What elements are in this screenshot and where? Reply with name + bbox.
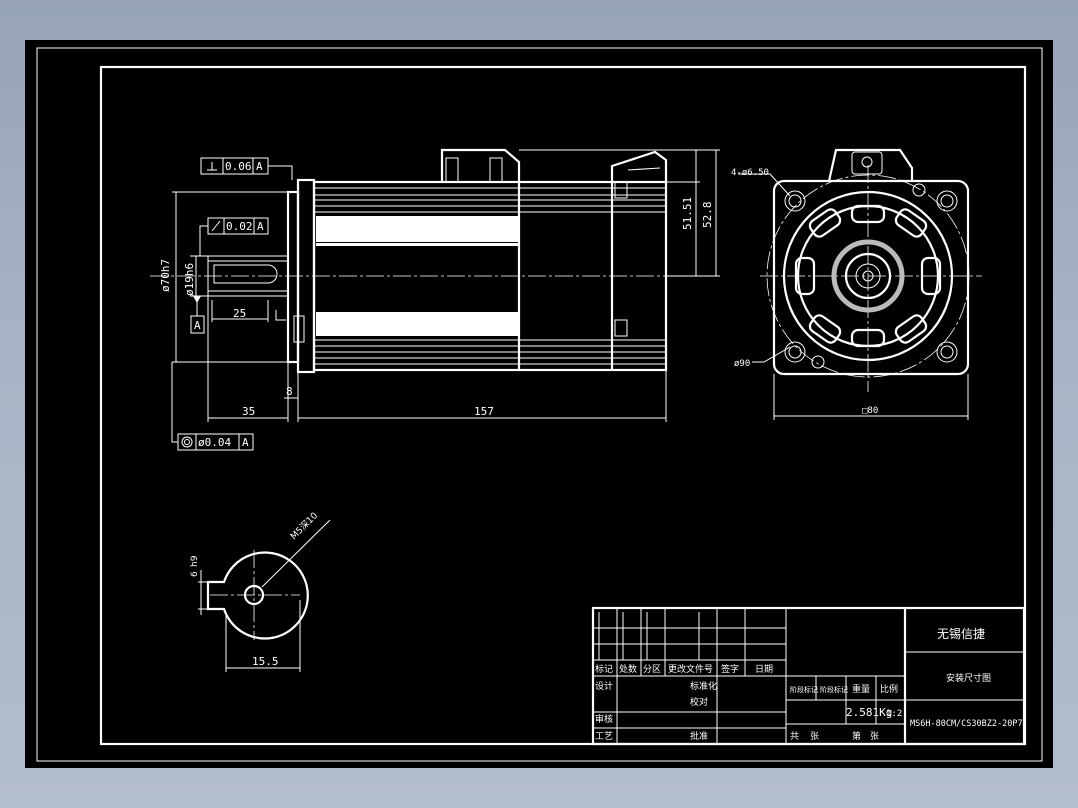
row-process: 工艺	[595, 731, 613, 742]
motor-side-view	[150, 148, 700, 374]
section-thread-label: M5深10	[288, 510, 320, 542]
perpendicularity-datum: A	[256, 160, 263, 173]
header-count: 处数	[619, 663, 637, 675]
drawing-name: 安装尺寸图	[946, 672, 991, 684]
stage-label-2: 阶段标记	[820, 685, 848, 694]
concentricity-datum: A	[242, 436, 249, 449]
shaft-dia-label: ø19h6	[183, 263, 196, 296]
flange-thickness-label: 8	[286, 385, 293, 398]
header-zone: 分区	[643, 664, 661, 675]
key-length-label: 25	[233, 307, 246, 320]
height-outer-label: 52.8	[701, 202, 714, 229]
mid-approve: 批准	[690, 730, 708, 742]
pcd-label: ø90	[734, 359, 750, 369]
header-mark: 标记	[595, 663, 613, 675]
section-width-label: 15.5	[252, 655, 279, 668]
height-inner-label: 51.51	[681, 197, 694, 230]
drawing-number: MS6H-80CM/CS30BZ2-20P7	[910, 719, 1023, 729]
body-length-label: 157	[474, 405, 494, 418]
mid-standard: 标准化	[690, 680, 717, 692]
sheet-unit-2: 张	[870, 731, 879, 742]
datum-a-label: A	[194, 319, 201, 332]
flange-dia-label: ø70h7	[159, 259, 172, 292]
shaft-length-label: 35	[242, 405, 255, 418]
sheet-index: 第	[852, 730, 861, 742]
front-view-dimensions: 4-ø6.50 ø90 □80	[731, 168, 969, 420]
concentricity-value: ø0.04	[198, 436, 231, 449]
runout-datum: A	[257, 220, 264, 233]
cad-viewport[interactable]: 0.06 A 0.02 A A ø70h7 ø19h6 25	[25, 40, 1053, 768]
perpendicularity-value: 0.06	[225, 160, 252, 173]
motor-front-view	[760, 148, 982, 392]
sheet-unit-1: 张	[810, 731, 819, 742]
company-name: 无锡信捷	[937, 626, 985, 641]
section-key-label: 6	[190, 571, 200, 577]
side-view-dimensions: 0.06 A 0.02 A A ø70h7 ø19h6 25	[159, 149, 720, 451]
holes-label: 4-ø6.50	[731, 168, 769, 178]
header-sign: 签字	[721, 663, 739, 675]
scale-header: 比例	[880, 683, 898, 695]
weight-value: 2.581Kg	[846, 706, 892, 719]
outer-border	[36, 47, 1043, 762]
header-change-doc: 更改文件号	[668, 663, 713, 675]
weight-header: 重量	[852, 683, 870, 695]
mid-check: 校对	[690, 696, 708, 708]
drawing-frame	[99, 65, 1027, 746]
row-review: 审核	[595, 713, 613, 725]
title-block: 标记 处数 分区 更改文件号 签字 日期 设计 审核 工艺 标准化 校对 批准 …	[591, 606, 1026, 746]
header-date: 日期	[755, 664, 773, 675]
engineering-drawing: 0.06 A 0.02 A A ø70h7 ø19h6 25	[36, 47, 1043, 762]
square-label: □80	[862, 406, 878, 416]
row-design: 设计	[595, 680, 613, 692]
scale-value: 1:2	[886, 709, 902, 719]
shaft-section-view: M5深10 6 h9 15.5	[190, 510, 331, 672]
runout-value: 0.02	[226, 220, 253, 233]
section-key-tol-label: h9	[190, 555, 200, 567]
sheet-total: 共	[790, 731, 799, 742]
stage-label-1: 阶段标记	[790, 685, 818, 694]
